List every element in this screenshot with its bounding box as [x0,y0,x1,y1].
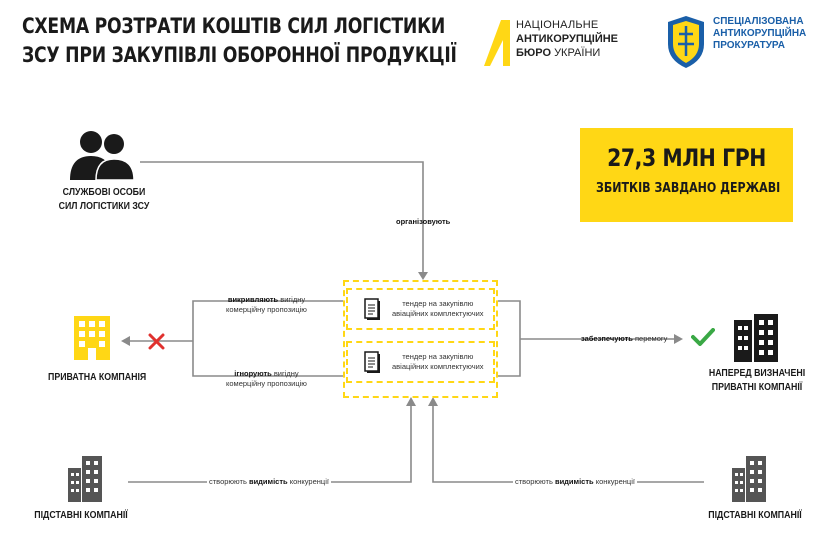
tender-2-line-1: тендер на закупівлю [402,352,474,361]
private-company-label: ПРИВАТНА КОМПАНІЯ [48,372,147,383]
predefined-line-2: ПРИВАТНІ КОМПАНІЇ [711,382,803,393]
arrow-up-left [406,397,416,406]
damage-amount: 27,3 МЛН ГРН [607,144,766,172]
shell-companies-left-label: ПІДСТАВНІ КОМПАНІЇ [34,510,128,521]
tender-box-2: тендер на закупівлю авіаційних комплекту… [346,341,495,383]
officials-label: СЛУЖБОВІ ОСОБИ СИЛ ЛОГІСТИКИ ЗСУ [51,186,157,214]
arrow-down [418,272,428,280]
page-title: СХЕМА РОЗТРАТИ КОШТІВ СИЛ ЛОГІСТИКИ ЗСУ … [22,12,457,70]
competition-right-post: конкуренції [593,477,635,486]
reject-bold: викривляють [227,295,279,304]
ignore-rest-2: комерційну пропозицію [226,379,307,388]
tender-1-text: тендер на закупівлю авіаційних комплекту… [392,299,484,319]
ignore-label: ігнорують вигідну комерційну пропозицію [226,369,307,389]
building-icon [732,456,766,502]
competition-right-pre: створюють [515,477,555,486]
organize-text: організовують [396,217,451,226]
nabu-line-2: АНТИКОРУПЦІЙНЕ [516,33,619,45]
ignore-bold: ігнорують [234,369,272,378]
organize-label: організовують [396,217,450,227]
organize-connector [140,161,424,274]
nabu-logo-text: НАЦІОНАЛЬНЕ АНТИКОРУПЦІЙНЕ БЮРО УКРАЇНИ [516,18,618,60]
nabu-logo-icon [484,20,510,66]
arrow-right [674,334,683,344]
title-line-1: СХЕМА РОЗТРАТИ КОШТІВ СИЛ ЛОГІСТИКИ [22,14,446,38]
check-icon [691,328,715,346]
competition-left-bold: видимість [248,477,288,486]
competition-left-pre: створюють [209,477,249,486]
sap-line-3: ПРОКУРАТУРА [713,40,785,51]
sap-logo-text: СПЕЦІАЛІЗОВАНА АНТИКОРУПЦІЙНА ПРОКУРАТУР… [713,16,806,52]
officials-line-1: СЛУЖБОВІ ОСОБИ [62,187,146,198]
building-icon [68,456,102,502]
building-icon [734,314,778,362]
competition-right-label: створюють видимість конкуренції [513,477,637,487]
competition-left-post: конкуренції [287,477,329,486]
document-icon [364,298,380,320]
arrow-up-right [428,397,438,406]
reject-label: викривляють вигідну комерційну пропозиці… [226,295,307,315]
cross-icon [148,333,165,350]
tender-1-line-2: авіаційних комплектуючих [392,309,484,318]
competition-right-bold: видимість [554,477,594,486]
sap-line-2: АНТИКОРУПЦІЙНА [713,28,807,39]
shell-left-connector [128,404,412,483]
people-icon [70,131,135,180]
ignore-rest-1: вигідну [271,369,299,378]
title-line-2: ЗСУ ПРИ ЗАКУПІВЛІ ОБОРОННОЇ ПРОДУКЦІЇ [22,43,457,67]
predefined-companies-label: НАПЕРЕД ВИЗНАЧЕНІ ПРИВАТНІ КОМПАНІЇ [709,367,806,395]
sap-emblem-icon [668,16,704,68]
sap-line-1: СПЕЦІАЛІЗОВАНА [713,16,804,27]
win-label: забезпечують перемогу [581,334,667,344]
damage-box: 27,3 МЛН ГРН ЗБИТКІВ ЗАВДАНО ДЕРЖАВІ [580,128,793,222]
competition-left-label: створюють видимість конкуренції [207,477,331,487]
building-icon [74,316,110,360]
tender-group-frame [343,280,498,398]
tender-box-1: тендер на закупівлю авіаційних комплекту… [346,288,495,330]
nabu-line-3b: УКРАЇНИ [554,47,601,59]
officials-line-2: СИЛ ЛОГІСТИКИ ЗСУ [58,201,150,212]
shell-right-connector [432,404,704,483]
tender-2-text: тендер на закупівлю авіаційних комплекту… [392,352,484,372]
tender-1-line-1: тендер на закупівлю [402,299,474,308]
left-bracket-connector [192,300,343,377]
reject-rest-1: вигідну [278,295,306,304]
win-bold: забезпечують [581,334,633,343]
right-bracket-connector [498,300,521,377]
document-icon [364,351,380,373]
predefined-line-1: НАПЕРЕД ВИЗНАЧЕНІ [708,368,806,379]
arrow-left [121,336,130,346]
reject-rest-2: комерційну пропозицію [226,305,307,314]
tender-2-line-2: авіаційних комплектуючих [392,362,484,371]
nabu-line-3a: БЮРО [516,47,551,59]
nabu-line-1: НАЦІОНАЛЬНЕ [516,19,599,31]
win-rest: перемогу [632,334,668,343]
damage-caption: ЗБИТКІВ ЗАВДАНО ДЕРЖАВІ [595,181,781,196]
shell-companies-right-label: ПІДСТАВНІ КОМПАНІЇ [708,510,802,521]
